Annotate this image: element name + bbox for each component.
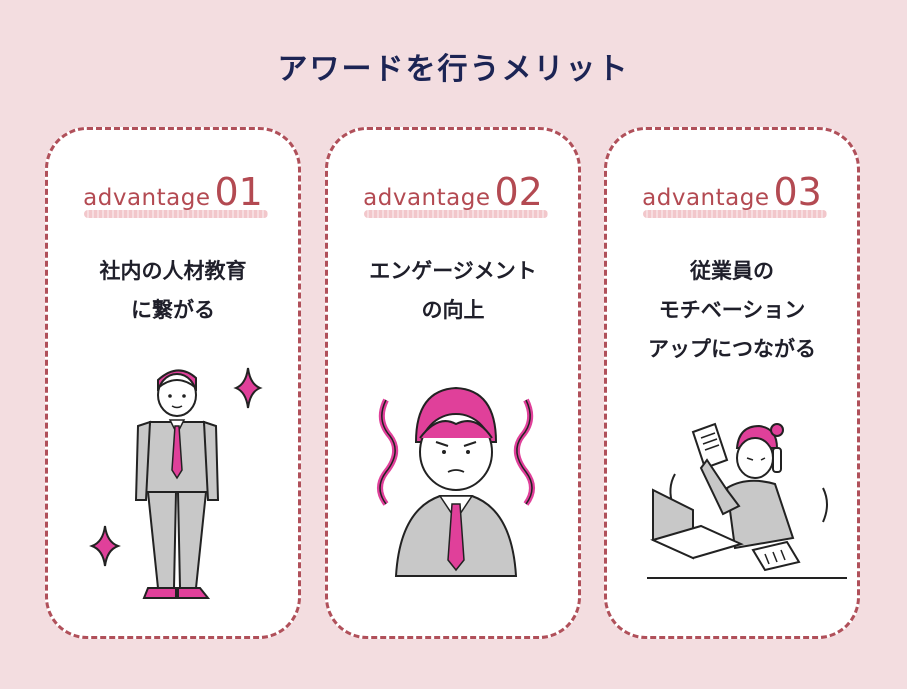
advantage-word: advantage (642, 185, 770, 211)
advantage-underline (364, 210, 548, 218)
advantage-number: 02 (494, 170, 543, 214)
phone-icon (772, 447, 782, 473)
card-heading-line: エンゲージメント (369, 259, 537, 283)
card-heading-line: 社内の人材教育 (99, 259, 247, 283)
card-heading-line: 従業員の (690, 259, 774, 283)
advantage-number: 01 (214, 170, 263, 214)
advantage-word: advantage (83, 185, 211, 211)
advantage-number: 03 (773, 170, 822, 214)
card-heading: 社内の人材教育 に繋がる (48, 252, 298, 330)
sparkle-icon (89, 525, 121, 567)
standing-businessman-illustration (89, 367, 263, 599)
laptop-icon (650, 488, 744, 560)
page-title: アワードを行うメリット (277, 52, 630, 87)
card-heading-line: アップにつながる (648, 337, 816, 361)
advantage-underline (84, 210, 268, 218)
card-heading: 従業員の モチベーション アップにつながる (607, 252, 857, 369)
advantage-underline (643, 210, 827, 218)
card-heading: エンゲージメント の向上 (328, 252, 578, 330)
card-heading-line: の向上 (421, 298, 485, 322)
card-heading-line: に繋がる (131, 298, 215, 322)
determined-employee-illustration (377, 386, 535, 577)
busy-worker-illustration (647, 422, 847, 579)
document-icon (691, 422, 729, 470)
sparkle-icon (233, 367, 263, 409)
advantage-word: advantage (363, 185, 491, 211)
card-heading-line: モチベーション (658, 298, 806, 322)
